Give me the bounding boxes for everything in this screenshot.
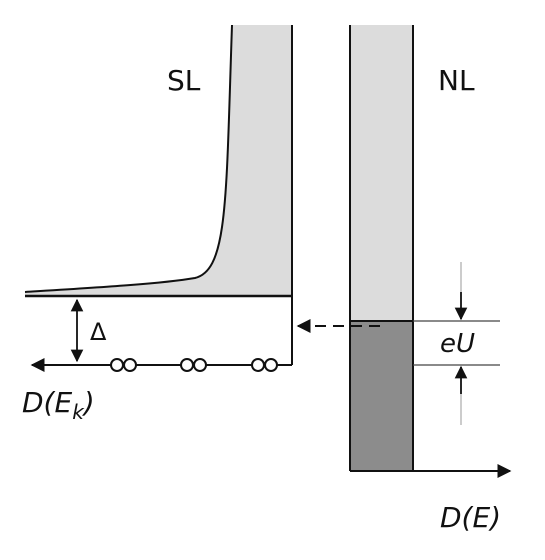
eu-label: eU: [440, 329, 475, 359]
gap-label: Δ: [90, 318, 107, 346]
sl-label: SL: [167, 64, 201, 97]
nl-empty-states: [350, 25, 413, 321]
quasiparticle-icon: [251, 358, 278, 372]
nl-filled-states: [350, 321, 413, 471]
dos-quasiparticle-label: D(Ek): [22, 386, 95, 424]
nl-label: NL: [438, 64, 475, 97]
dos-normal-label: D(E): [440, 501, 501, 534]
sl-density-of-states-curve: [24, 24, 233, 293]
quasiparticle-icon: [110, 358, 137, 372]
quasiparticle-icon: [180, 358, 207, 372]
sl-density-of-states-fill: [25, 25, 292, 296]
